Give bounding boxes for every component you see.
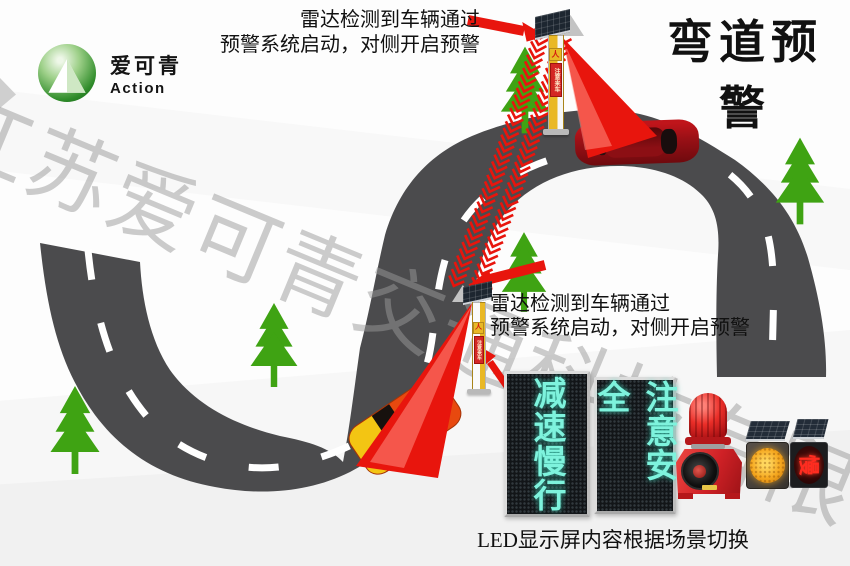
- solar-flasher-yellow: [745, 421, 790, 489]
- pedestrian-sign: 人: [473, 322, 484, 334]
- annotation-line: 预警系统启动，对侧开启预警: [490, 317, 750, 339]
- beacon-foot: [725, 493, 740, 499]
- led-display-caution: 注意安全: [593, 377, 678, 514]
- beacon-label: [702, 485, 717, 490]
- annotation-line: 雷达检测到车辆通过: [490, 293, 670, 315]
- beacon-collar: [691, 444, 725, 449]
- warning-sign: 注意来车: [550, 63, 562, 97]
- road-centerline: [84, 140, 777, 472]
- radar-warning-pole-mid: 人 注意来车: [452, 280, 505, 399]
- beacon-collar: [685, 437, 731, 445]
- led-display-slow-down: 减速慢行: [504, 371, 590, 517]
- alarm-beacon: [676, 392, 742, 502]
- annotation-mid: 雷达检测到车辆通过 预警系统启动，对侧开启预警: [490, 292, 750, 340]
- bottom-caption: LED显示屏内容根据场景切换: [477, 528, 749, 552]
- radar-beam-glow: [563, 40, 612, 150]
- beacon-foot: [678, 493, 693, 499]
- brand-name-cn: 爱可青: [110, 54, 182, 78]
- annotation-top: 雷达检测到车辆通过 预警系统启动，对侧开启预警: [212, 8, 480, 58]
- pointer-arrow: [467, 15, 525, 36]
- beacon-dome-light: [689, 393, 727, 439]
- page-title: 弯道预警: [667, 17, 823, 134]
- solar-slow-sign: 慢: [790, 419, 830, 489]
- annotation-line: 雷达检测到车辆通过: [300, 9, 480, 31]
- brand-logo: 爱可青 Action: [38, 44, 182, 102]
- led-text: 减速慢行: [529, 376, 566, 512]
- pedestrian-sign: 人: [549, 48, 562, 61]
- solar-panel-icon: [792, 419, 829, 439]
- brand-name-en: Action: [110, 79, 166, 97]
- road: [40, 109, 827, 492]
- warning-sign: 注意来车: [474, 336, 484, 364]
- radar-warning-pole-top: 人 注意来车: [535, 8, 587, 138]
- slow-character: 慢: [796, 454, 819, 476]
- mountain-shade: [67, 59, 86, 93]
- horn-cone: [693, 465, 706, 478]
- pole-base: [467, 389, 491, 394]
- pole-base: [543, 129, 569, 135]
- led-text: 注意安全: [593, 380, 678, 482]
- logo-icon: [38, 44, 96, 102]
- radar-beam-glow: [370, 305, 472, 468]
- radar-beam: [356, 303, 472, 478]
- annotation-line: 预警系统启动，对侧开启预警: [220, 34, 480, 56]
- yellow-led-lens: [750, 448, 785, 483]
- pointer-arrow: [488, 260, 547, 284]
- solar-panel-icon: [745, 421, 790, 441]
- red-led-lens: 慢: [794, 446, 824, 484]
